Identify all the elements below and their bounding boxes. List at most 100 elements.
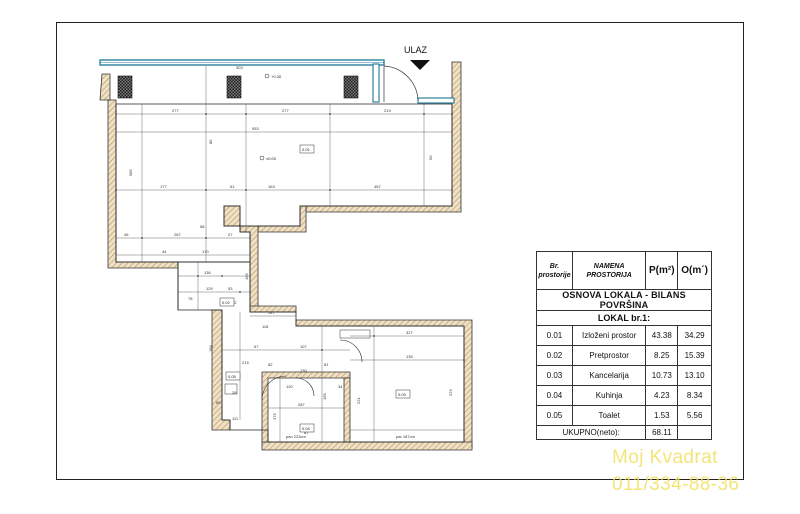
dim-label: 129 <box>206 286 213 291</box>
entrance-door <box>383 65 419 102</box>
row-area: 10.73 <box>645 365 679 386</box>
dim-label: 46 <box>124 232 129 237</box>
door-kitchen <box>339 339 363 363</box>
room-outline-lower <box>177 261 465 443</box>
dim-label: 107 <box>300 344 307 349</box>
row-perimeter: 13.10 <box>677 365 712 386</box>
dim-label: 34 <box>338 384 343 389</box>
row-area: 1.53 <box>645 405 679 426</box>
dim-label: 78 <box>188 296 193 301</box>
dim-label: 147 <box>268 310 275 315</box>
dim-label: 221 <box>356 397 361 404</box>
exterior-wall-left <box>107 99 179 269</box>
row-number: 0.04 <box>536 385 573 406</box>
row-perimeter: 15.39 <box>677 345 712 366</box>
column-1 <box>117 75 133 99</box>
dim-label: 585 <box>128 169 133 176</box>
dim-label: 58 <box>200 224 205 229</box>
wall-partition <box>343 377 351 443</box>
dim-label: 195 <box>322 393 327 400</box>
dim-label: 219 <box>384 108 391 113</box>
total-empty <box>677 425 712 440</box>
door-wc <box>295 377 315 397</box>
row-area: 8.25 <box>645 345 679 366</box>
row-name: Toalet <box>571 405 647 426</box>
dim-label: 27 <box>228 232 233 237</box>
elevation-top: +0.30 <box>271 74 282 79</box>
agency-watermark: Moj Kvadrat 011/334-88-36 <box>612 444 739 498</box>
table-title: OSNOVA LOKALA - BILANS POVRŠINA <box>536 289 712 311</box>
dim-label: 51 <box>230 184 235 189</box>
area-table: Br. prostorije NAMENA PROSTORIJA P(m²) O… <box>535 251 712 440</box>
dim-label: 87 <box>304 430 309 435</box>
row-name: Kancelarija <box>571 365 647 386</box>
dim-label: 457 <box>374 184 381 189</box>
row-area: 4.23 <box>645 385 679 406</box>
header-perimeter: O(m´) <box>677 251 712 290</box>
dim-label: 287 <box>298 402 305 407</box>
watermark-name: Moj Kvadrat <box>612 447 718 468</box>
area-table-header: Br. prostorije NAMENA PROSTORIJA P(m²) O… <box>536 251 712 290</box>
dim-label: 111 <box>232 416 239 421</box>
dimension-labels: 277 303 277 219 953 585 51 163 457 46 26… <box>124 65 453 435</box>
row-number: 0.03 <box>536 365 573 386</box>
table-subtitle: LOKAL br.1: <box>536 310 712 326</box>
wall-left-lower <box>211 309 231 431</box>
dim-label: 136 <box>204 270 211 275</box>
table-row: 0.01 Izloženi prostor 43.38 34.29 <box>536 325 712 346</box>
dim-label: 72 <box>232 300 237 305</box>
wall-wc <box>261 371 351 443</box>
dim-label: 175 <box>272 413 277 420</box>
row-area: 43.38 <box>645 325 679 346</box>
dim-label: 82 <box>268 362 273 367</box>
drawing-frame <box>56 22 744 480</box>
wall-room-right <box>295 319 473 449</box>
wall-bottom <box>261 441 473 451</box>
dim-label: 26 <box>232 390 237 395</box>
dimension-lines <box>116 66 464 442</box>
dim-label: 267 <box>174 232 181 237</box>
row-number: 0.05 <box>536 405 573 426</box>
entrance-glazing <box>417 97 455 104</box>
dim-label: 156 <box>244 273 249 280</box>
entrance-label: ULAZ <box>404 45 428 55</box>
table-row: 0.03 Kancelarija 10.73 13.10 <box>536 365 712 386</box>
column-3 <box>343 75 359 99</box>
room-tag: 0.02 <box>222 300 231 305</box>
room-tag: 0.04 <box>302 426 311 431</box>
room-tag: 0.01 <box>302 147 311 152</box>
room-tag: 0.03 <box>398 392 407 397</box>
dim-label: 327 <box>406 330 413 335</box>
dim-label: 120 <box>286 384 293 389</box>
dim-label: 953 <box>252 126 259 131</box>
interior-wall-step <box>257 205 307 233</box>
wall-mid-left <box>239 225 259 311</box>
dim-label: 135 <box>406 354 413 359</box>
door-office <box>261 375 287 401</box>
dim-label: 215 <box>242 360 249 365</box>
exterior-wall <box>99 73 111 101</box>
dim-label: 277 <box>172 108 179 113</box>
row-perimeter: 8.34 <box>677 385 712 406</box>
dim-label: 85 <box>208 139 213 144</box>
watermark-phone: 011/334-88-36 <box>612 474 740 495</box>
fixture-sink <box>224 383 238 395</box>
dim-label: 57 <box>254 344 259 349</box>
dim-label: 277 <box>282 108 289 113</box>
dimension-ticks <box>115 113 465 361</box>
dim-label: 53 <box>228 286 233 291</box>
exterior-wall-right <box>305 61 462 213</box>
table-row: 0.04 Kuhinja 4.23 8.34 <box>536 385 712 406</box>
row-name: Kuhinja <box>571 385 647 406</box>
elevation-main: ±0.00 <box>266 156 277 161</box>
row-perimeter: 34.29 <box>677 325 712 346</box>
total-value: 68.11 <box>645 425 679 440</box>
dim-label: 223 <box>448 389 453 396</box>
dim-label: 163 <box>268 184 275 189</box>
door-note: par 187cm <box>396 434 416 439</box>
room-outline-main <box>115 103 453 263</box>
dim-label: 44 <box>162 249 167 254</box>
room-tags: 0.01 0.02 0.03 0.04 0.05 <box>219 144 411 433</box>
